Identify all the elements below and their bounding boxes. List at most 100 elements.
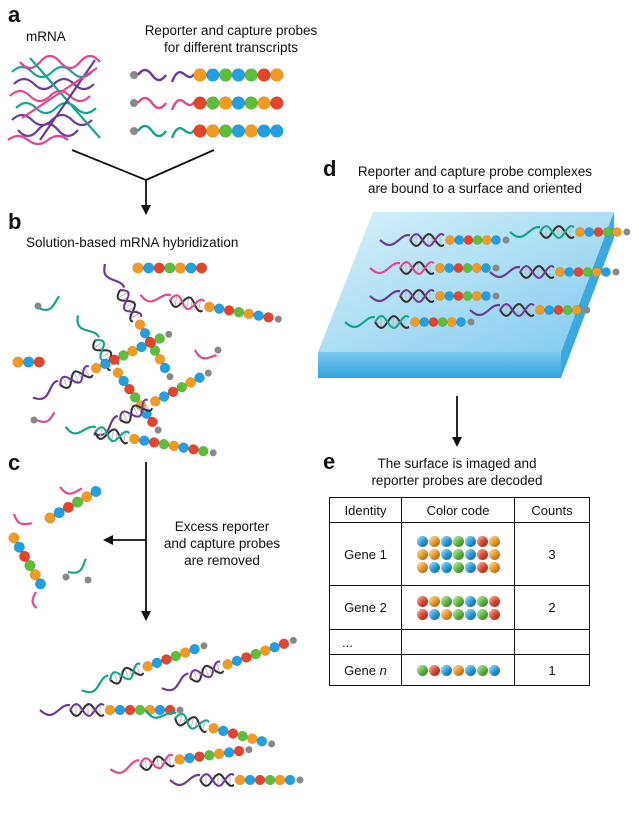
bead (452, 608, 464, 620)
bead (488, 608, 500, 620)
bead (428, 664, 440, 676)
surface-caption-line2: are bound to a surface and oriented (368, 181, 582, 196)
table-row: Gene n 1 (329, 654, 590, 686)
hybrid-helix (116, 288, 143, 323)
bead (428, 548, 440, 560)
probe-complex (369, 288, 500, 304)
probe-complex (489, 264, 620, 280)
probe-tail (369, 289, 401, 303)
probe-tail (109, 759, 140, 774)
probe-tail (344, 315, 376, 329)
bead (452, 561, 464, 573)
removal-caption-line3: are removed (184, 553, 260, 568)
hybrid-helix (399, 260, 435, 276)
reporter-barcode (222, 638, 290, 670)
row-identity-italic: n (379, 662, 387, 678)
probe-complex (379, 232, 510, 248)
bead (476, 608, 488, 620)
hybrid-helix (189, 660, 225, 683)
probe-complex (509, 224, 631, 240)
hybrid-helix (139, 753, 175, 772)
bead (452, 548, 464, 560)
mrna-label: mRNA (26, 29, 66, 44)
panel-label-b: b (8, 209, 22, 234)
hybrid-helix (499, 302, 535, 318)
hybrid-helix (94, 426, 130, 445)
excess-probes-and-complexes (8, 485, 304, 788)
color-code-barcode (416, 535, 500, 547)
removal-arrows (103, 462, 151, 621)
probe-complex (81, 642, 208, 694)
probe-tail (489, 265, 521, 279)
reporter-barcode (535, 305, 582, 315)
probe-tail (161, 672, 189, 692)
header-color-code: Color code (401, 497, 515, 523)
probe-tail (76, 315, 100, 338)
probe-complex (76, 315, 162, 434)
bead (428, 561, 440, 573)
panel-label-c: c (8, 450, 21, 475)
panel-label-d: d (323, 156, 337, 181)
row-count: 2 (514, 585, 590, 630)
removal-caption-line2: and capture probes (163, 536, 281, 551)
reporter-barcode (90, 333, 165, 374)
reporter-barcode (410, 317, 466, 327)
merge-arrow (71, 149, 215, 215)
reporter-barcode (142, 643, 200, 672)
probe-tail (81, 674, 109, 694)
reporter-barcode (208, 723, 268, 747)
probe-complex (161, 636, 297, 692)
bead (464, 608, 476, 620)
row-identity: Gene 2 (329, 585, 402, 630)
probe-complex (109, 745, 253, 774)
color-code-table: Identity Color code Counts Gene 1 3 Gene… (329, 497, 590, 686)
hybrid-helix (399, 288, 435, 304)
probe-tail (469, 303, 501, 317)
probe-tail (37, 295, 61, 312)
reporter-barcode (234, 774, 296, 786)
probe-complex (103, 263, 174, 381)
row-count: 1 (514, 654, 590, 686)
probe-complex (64, 425, 217, 457)
bead (488, 595, 500, 607)
color-code-barcode (416, 548, 500, 560)
color-code-barcode (416, 664, 500, 676)
probes-label-line2: for different transcripts (163, 40, 299, 55)
bead (476, 561, 488, 573)
reporter-barcode (150, 372, 205, 407)
probe-tail (139, 293, 172, 303)
bead (488, 561, 500, 573)
probe-complex (469, 302, 591, 318)
table-row: Gene 1 3 (329, 522, 590, 586)
bead (464, 535, 476, 547)
reporter-barcode (44, 485, 102, 524)
table-row: Gene 2 2 (329, 585, 590, 630)
hybridization-caption: Solution-based mRNA hybridization (26, 235, 239, 250)
hybridization-scene (12, 262, 282, 457)
hybrid-helix (118, 398, 154, 424)
bead (476, 595, 488, 607)
probe-complex (39, 702, 184, 718)
row-color-code (401, 585, 515, 630)
hybrid-helix (169, 294, 205, 313)
bead (416, 535, 428, 547)
bead (440, 595, 452, 607)
bead (488, 548, 500, 560)
hybrid-helix (374, 314, 410, 330)
bead (488, 535, 500, 547)
probe-tail (64, 425, 97, 435)
row-identity: Gene n (329, 654, 402, 686)
bead (416, 561, 428, 573)
probe-tail (103, 263, 126, 289)
hybrid-helix (69, 702, 105, 718)
bead (476, 548, 488, 560)
row-identity-prefix: Gene (344, 662, 380, 678)
probe-tail (169, 773, 201, 787)
probe-tail (145, 709, 177, 719)
probe-complex (139, 293, 282, 323)
reporter-barcode (193, 96, 284, 110)
hybrid-helix (174, 712, 210, 734)
probe-complex (169, 772, 304, 788)
bead (440, 664, 452, 676)
